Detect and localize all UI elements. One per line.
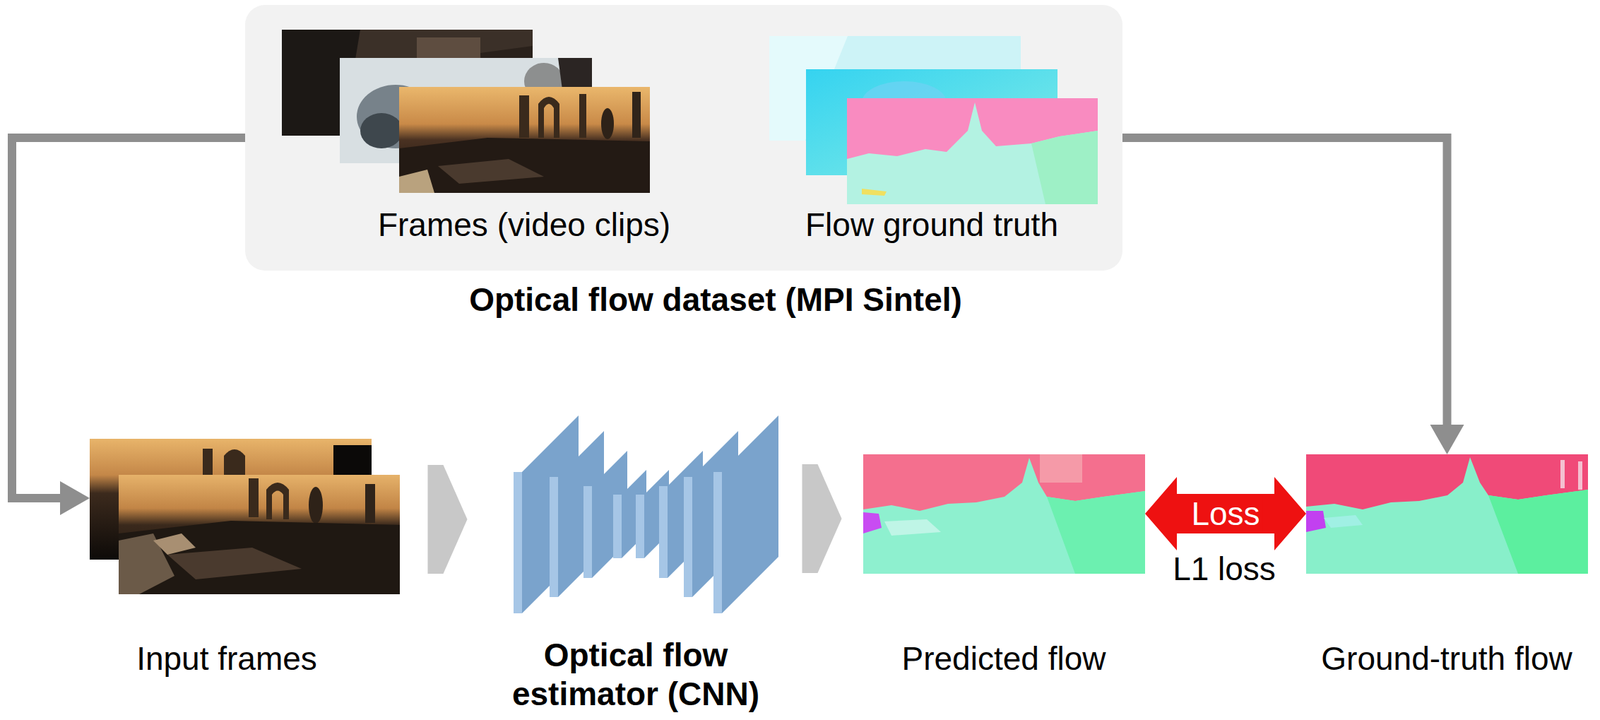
- node-label: Frames (video clips): [377, 205, 671, 245]
- flow-stack: Flow ground truth: [762, 24, 1110, 253]
- frames-stack: Frames (video clips): [275, 24, 686, 253]
- predicted-flow: Predicted flow: [863, 454, 1146, 684]
- input-frames: Input frames: [89, 434, 405, 689]
- cnn-estimator: Optical flow estimator (CNN): [490, 408, 781, 717]
- node-label: Flow ground truth: [805, 205, 1059, 245]
- node-label: Predicted flow: [902, 639, 1107, 679]
- node-label: Input frames: [136, 639, 318, 679]
- node-label: Optical flow estimator (CNN): [494, 635, 778, 714]
- ground-truth-flow: Ground-truth flow: [1306, 454, 1588, 684]
- video-frames-stack: [275, 24, 686, 209]
- node-label: Ground-truth flow: [1320, 639, 1572, 679]
- flow-map: [1306, 454, 1588, 575]
- panel-heading: Optical flow dataset (MPI Sintel): [469, 280, 963, 320]
- loss-caption: L1 loss: [1172, 549, 1276, 589]
- cnn-layers: [490, 408, 781, 621]
- flow-map: [863, 454, 1146, 575]
- edge-label: Loss: [1188, 495, 1263, 532]
- loss-double-arrow: [1145, 476, 1307, 551]
- dataset-panel: Optical flow dataset (MPI Sintel) Frames…: [245, 4, 1123, 271]
- flow-maps-stack: [762, 24, 1110, 209]
- process-chevron: [802, 464, 843, 573]
- process-chevron: [428, 464, 468, 574]
- input-frame-pair: [89, 434, 405, 597]
- data-flow-arrow: [1122, 137, 1465, 455]
